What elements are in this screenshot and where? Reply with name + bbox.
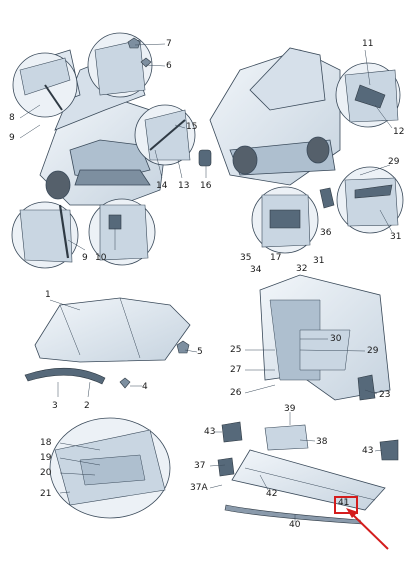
callout-32: 32 [296,264,308,274]
part-38-cover [264,424,309,451]
detail-circle-latch [251,186,319,254]
callout-1: 1 [45,290,51,300]
detail-circle-hood-rod [134,104,196,166]
callout-26: 26 [230,388,242,398]
car-open-hood-right [209,47,341,186]
callout-4: 4 [142,382,148,392]
part-36-release-handle [319,187,335,209]
callout-36: 36 [320,228,332,238]
callout-13: 13 [178,181,190,191]
part-3-trim-strip [24,367,106,385]
part-16-bushing [198,149,212,167]
callout-14: 14 [156,181,168,191]
callout-31-left: 31 [313,256,325,266]
callout-31-right: 31 [390,232,402,242]
callout-42: 42 [266,489,278,499]
callout-2: 2 [84,401,90,411]
callout-40: 40 [289,520,301,530]
part-5-buffer [176,340,190,354]
highlight-arrow [346,508,389,550]
callout-41: 41 [338,498,350,508]
callout-3: 3 [52,401,58,411]
callout-30: 30 [330,334,342,344]
highlight-box-41 [334,496,358,514]
callout-27: 27 [230,365,242,375]
callout-29-mid: 29 [367,346,379,356]
callout-9-bottom: 9 [82,253,88,263]
detail-circle-hinge [335,62,401,128]
detail-circle-cable [336,166,404,234]
part-43-left-bracket [221,421,243,443]
callout-16: 16 [200,181,212,191]
callout-39: 39 [284,404,296,414]
callout-5: 5 [197,347,203,357]
callout-35: 35 [240,253,252,263]
callout-12: 12 [393,127,405,137]
leader-lines [19,43,393,522]
part-4-clip [119,377,131,389]
hood-panel [34,297,191,363]
callout-8: 8 [9,113,15,123]
part-43-right-bracket [379,439,399,461]
detail-circle-hood-clips [87,32,153,98]
callout-34b: 17 [270,253,282,263]
callout-10: 10 [95,253,107,263]
callout-43-left: 43 [204,427,216,437]
callout-20: 20 [40,468,52,478]
part-37-clip [217,457,235,477]
callout-15: 15 [186,122,198,132]
detail-circle-cowl [49,417,171,519]
part-42-cowl-panel [231,449,386,511]
callout-9-top: 9 [9,133,15,143]
callout-34: 34 [250,265,262,275]
callout-43-right: 43 [362,446,374,456]
callout-37a: 37A [190,483,208,493]
callout-11: 11 [362,39,374,49]
body-structure [259,274,391,401]
callout-21: 21 [40,489,52,499]
callout-29-top: 29 [388,157,400,167]
callout-6: 6 [166,61,172,71]
detail-circle-strut [11,201,79,269]
callout-25: 25 [230,345,242,355]
detail-circle-hood-top [12,52,78,118]
callout-19: 19 [40,453,52,463]
part-23-cover [357,374,376,401]
callout-7: 7 [166,39,172,49]
callout-37: 37 [194,461,206,471]
callout-18: 18 [40,438,52,448]
detail-circle-lock [88,198,156,266]
callout-38: 38 [316,437,328,447]
callout-23: 23 [379,390,391,400]
